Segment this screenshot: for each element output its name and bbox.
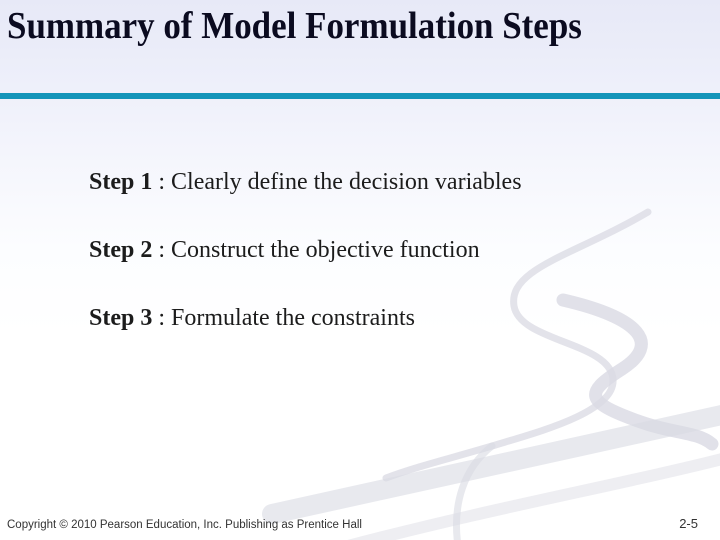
step-label: Step 1 bbox=[89, 169, 153, 195]
step-item-1: Step 1 : Clearly define the decision var… bbox=[89, 168, 522, 197]
copyright-notice: Copyright © 2010 Pearson Education, Inc.… bbox=[7, 519, 362, 532]
slide-title: Summary of Model Formulation Steps bbox=[7, 5, 582, 47]
step-label: Step 2 bbox=[89, 236, 153, 263]
step-item-3: Step 3 : Formulate the constraints bbox=[89, 304, 522, 333]
step-label: Step 3 bbox=[89, 304, 153, 331]
accent-divider-bar bbox=[0, 93, 720, 99]
step-text: : Clearly define the decision variables bbox=[158, 169, 522, 195]
step-text: : Formulate the constraints bbox=[158, 304, 415, 331]
page-number: 2-5 bbox=[679, 516, 698, 531]
step-item-2: Step 2 : Construct the objective functio… bbox=[89, 236, 522, 265]
step-text: : Construct the objective function bbox=[158, 236, 480, 263]
step-list: Step 1 : Clearly define the decision var… bbox=[89, 168, 522, 371]
